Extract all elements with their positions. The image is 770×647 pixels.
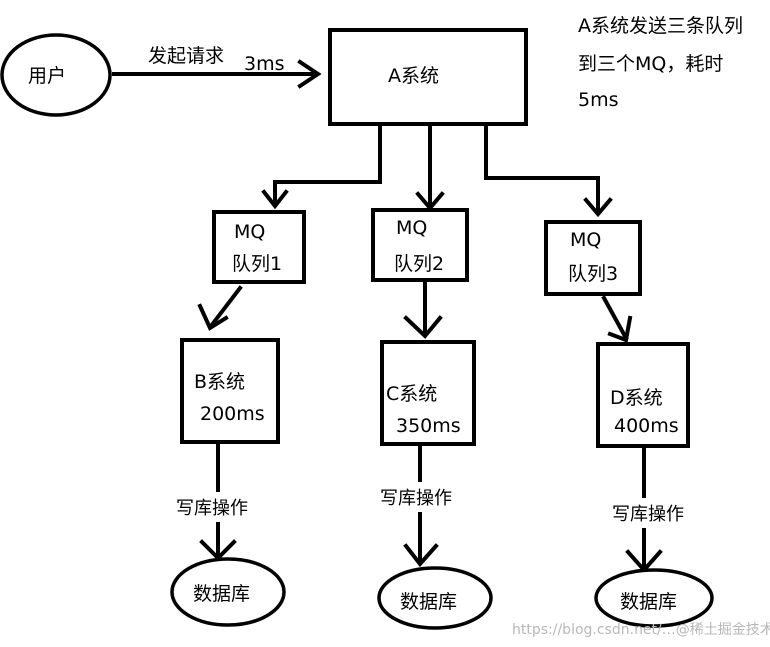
system-d-time: 400ms bbox=[614, 415, 679, 437]
watermark: https://blog.csdn.net/…@稀土掘金技术社区 bbox=[512, 622, 770, 638]
note-line-3: 5ms bbox=[578, 89, 619, 111]
arrow-a-to-queue-1 bbox=[261, 124, 382, 210]
system-a-label: A系统 bbox=[388, 65, 439, 87]
database-d-label: 数据库 bbox=[620, 591, 677, 613]
user-label: 用户 bbox=[28, 65, 66, 87]
database-d bbox=[594, 568, 714, 628]
write-op-b: 写库操作 bbox=[176, 498, 248, 519]
system-c-name: C系统 bbox=[386, 383, 437, 405]
arrow-a-to-queue-3 bbox=[484, 124, 613, 218]
request-time: 3ms bbox=[244, 53, 285, 75]
write-op-c: 写库操作 bbox=[380, 488, 452, 509]
request-arrow bbox=[112, 59, 322, 89]
arrow-queue-1-to-b bbox=[197, 285, 243, 331]
note-line-1: A系统发送三条队列 bbox=[578, 15, 743, 37]
note-line-2: 到三个MQ，耗时 bbox=[578, 53, 723, 75]
system-c-box bbox=[380, 340, 476, 446]
queue-2-box bbox=[371, 208, 469, 282]
arrow-queue-3-to-d bbox=[601, 295, 633, 343]
database-b bbox=[170, 557, 286, 627]
arrow-a-to-queue-2 bbox=[415, 124, 445, 212]
queue-2-line1: MQ bbox=[396, 217, 427, 239]
queue-2-line2: 队列2 bbox=[394, 253, 444, 275]
system-d-name: D系统 bbox=[610, 387, 663, 409]
system-b-name: B系统 bbox=[194, 371, 245, 393]
arrow-queue-2-to-c bbox=[403, 280, 443, 339]
queue-3-line1: MQ bbox=[570, 229, 601, 251]
request-label: 发起请求 bbox=[148, 45, 224, 67]
database-c-label: 数据库 bbox=[400, 591, 457, 613]
system-b-box bbox=[180, 338, 280, 444]
database-c bbox=[377, 566, 493, 630]
system-b-time: 200ms bbox=[200, 403, 265, 425]
system-a-box bbox=[328, 28, 528, 126]
queue-1-box bbox=[212, 210, 306, 284]
queue-1-line1: MQ bbox=[234, 221, 265, 243]
arrow-c-to-db bbox=[403, 446, 439, 568]
write-op-d: 写库操作 bbox=[612, 504, 684, 525]
user-node bbox=[0, 33, 112, 117]
queue-3-box bbox=[544, 220, 642, 296]
queue-3-line2: 队列3 bbox=[568, 263, 618, 285]
system-c-time: 350ms bbox=[396, 415, 461, 437]
system-d-box bbox=[596, 342, 690, 448]
database-b-label: 数据库 bbox=[193, 583, 250, 605]
queue-1-line2: 队列1 bbox=[232, 253, 282, 275]
